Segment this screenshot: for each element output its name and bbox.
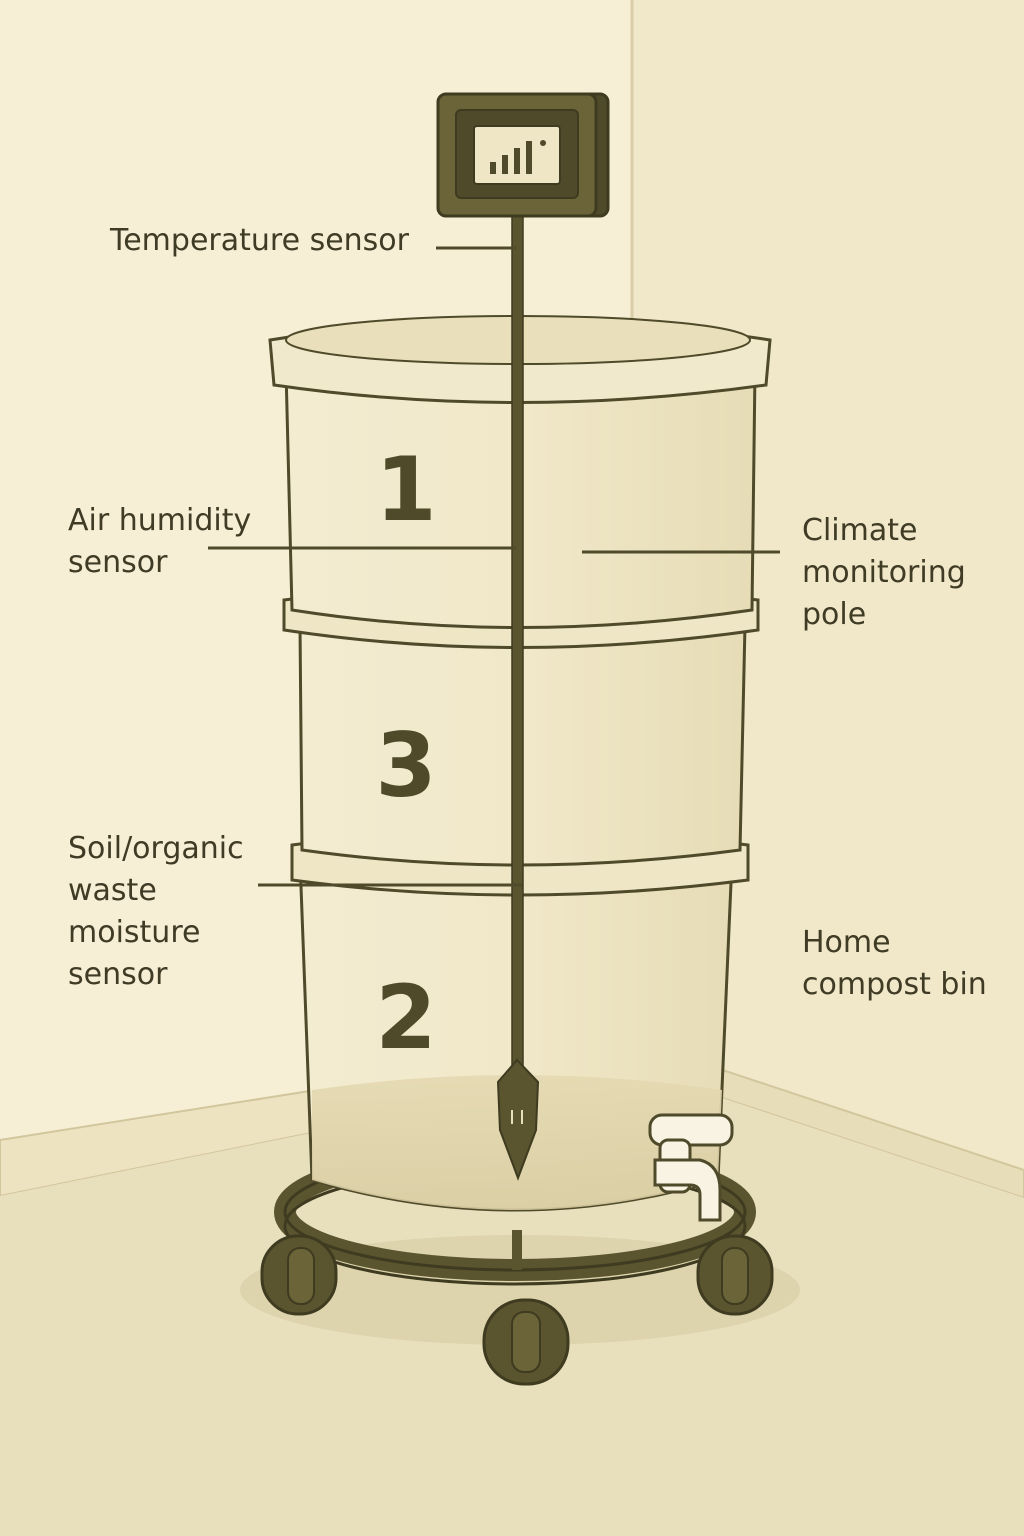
tier-number-middle: 3 xyxy=(375,714,436,817)
label-climate-line-3: pole xyxy=(802,597,866,632)
leader-lines xyxy=(208,246,780,887)
caster-right xyxy=(696,1234,774,1316)
tier-number-top: 1 xyxy=(375,438,436,541)
caster-left xyxy=(260,1234,338,1316)
faucet-icon xyxy=(648,1113,734,1222)
label-air-humidity-line-2: sensor xyxy=(68,545,168,580)
label-soil-line-3: moisture xyxy=(68,915,200,950)
label-compost-line-2: compost bin xyxy=(802,967,987,1002)
label-climate-line-2: monitoring xyxy=(802,555,966,590)
label-soil-line-4: sensor xyxy=(68,957,168,992)
label-soil-line-2: waste xyxy=(68,873,157,908)
label-temperature-sensor: Temperature sensor xyxy=(109,223,410,258)
label-air-humidity-sensor: Air humidity sensor xyxy=(68,503,261,580)
label-compost-line-1: Home xyxy=(802,925,891,960)
label-home-compost-bin: Home compost bin xyxy=(802,925,987,1002)
tier-number-bottom: 2 xyxy=(375,966,436,1069)
caster-front xyxy=(482,1298,570,1386)
caster-wheels xyxy=(260,1234,774,1386)
label-climate-monitoring-pole: Climate monitoring pole xyxy=(802,513,975,632)
climate-monitoring-pole xyxy=(496,209,540,1270)
sensor-display xyxy=(436,92,610,218)
label-climate-line-1: Climate xyxy=(802,513,917,548)
label-soil-moisture-sensor: Soil/organic waste moisture sensor xyxy=(68,831,253,992)
label-soil-line-1: Soil/organic xyxy=(68,831,244,866)
signal-bars-icon xyxy=(490,140,546,174)
label-air-humidity-line-1: Air humidity xyxy=(68,503,251,538)
